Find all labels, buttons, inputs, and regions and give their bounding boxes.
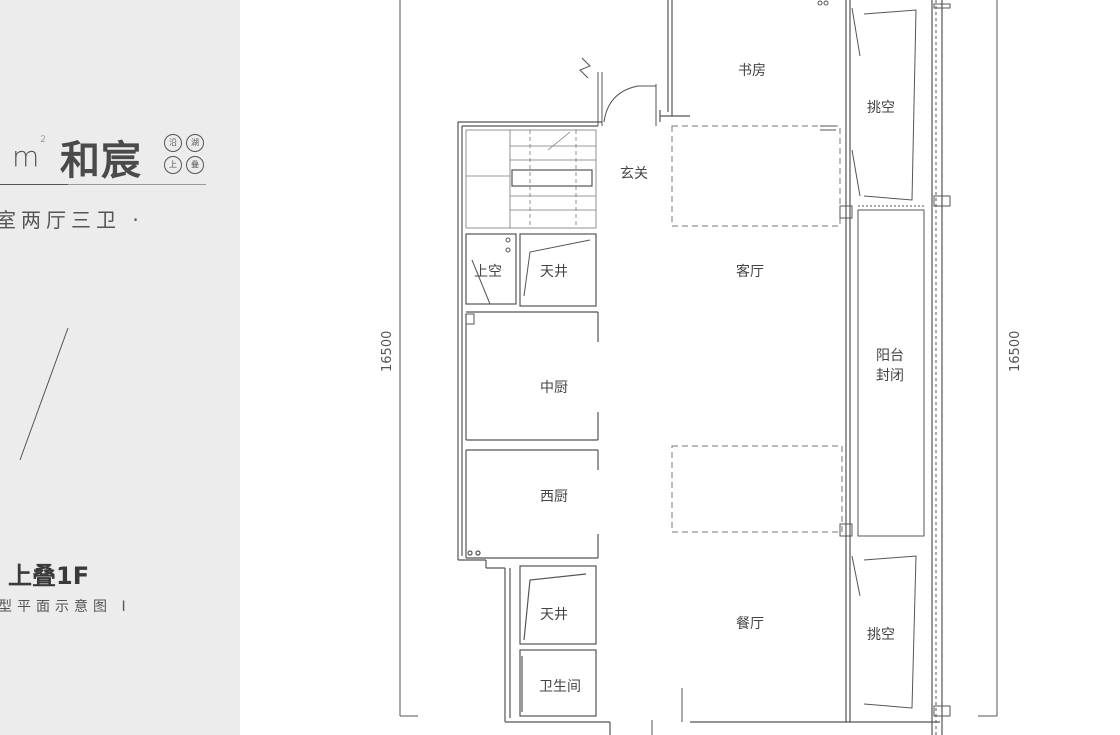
title-divider-accent: [0, 184, 68, 185]
room-label-chinese-kitchen: 中厨: [540, 380, 568, 396]
badge-along: 沿: [164, 134, 182, 152]
room-summary: 室两厅三卫 ·: [0, 208, 144, 232]
entrance-door: [579, 57, 657, 126]
skylight-bottom-block: [519, 565, 597, 645]
room-label-study: 书房: [738, 63, 766, 79]
area-unit-superscript: 2: [40, 134, 47, 145]
bathroom-block: [519, 649, 597, 717]
badge-stack: 叠: [186, 156, 204, 174]
area-unit: m2: [12, 135, 46, 173]
dining-table-zone: [671, 445, 843, 533]
skylight-top-block: [519, 233, 597, 307]
entrance-zone: [671, 125, 841, 227]
interior-stubs: [651, 125, 836, 735]
balcony-walls: [817, 0, 951, 735]
title-divider: [0, 184, 206, 185]
title-row: m2 和宸 沿 湖 上 叠: [12, 128, 232, 184]
room-label-balcony-line1: 阳台: [876, 348, 904, 364]
room-label-upper-void: 上空: [474, 264, 502, 280]
badge-lake: 湖: [186, 134, 204, 152]
area-unit-text: m: [12, 140, 40, 173]
room-label-void-bottom: 挑空: [867, 627, 895, 643]
kitchen-walls: [465, 311, 599, 559]
dimension-line-right: [978, 0, 998, 717]
room-label-skylight-bottom: 天井: [540, 607, 568, 623]
room-label-western-kitchen: 西厨: [540, 489, 568, 505]
room-label-living: 客厅: [736, 263, 764, 280]
title-panel: m2 和宸 沿 湖 上 叠 室两厅三卫 · 上叠1F 型平面示意图 I: [0, 0, 240, 735]
floor-label: 上叠1F: [8, 562, 90, 590]
room-label-skylight-top: 天井: [540, 264, 568, 280]
decorative-slash: [19, 327, 69, 461]
dimension-label-left: 16500: [380, 331, 395, 372]
dimension-line-left: [399, 0, 418, 717]
project-name: 和宸: [60, 138, 142, 184]
badge-upper: 上: [164, 156, 182, 174]
floor-plan: 书房 挑空 玄关 客厅 上空 天井 中厨 阳台 封闭 西厨 天井 餐厅 挑空 卫…: [380, 0, 1023, 735]
room-label-void-top: 挑空: [867, 100, 895, 116]
exterior-walls: [457, 0, 940, 735]
room-label-entrance: 玄关: [620, 165, 648, 182]
staircase: [465, 129, 597, 229]
project-badges: 沿 湖 上 叠: [164, 134, 206, 174]
dimension-label-right: 16500: [1008, 331, 1023, 372]
room-label-balcony-line2: 封闭: [876, 368, 904, 384]
plan-caption: 型平面示意图 I: [0, 599, 131, 615]
room-label-dining: 餐厅: [736, 616, 764, 632]
room-label-bathroom: 卫生间: [539, 679, 581, 695]
upper-void-block: [465, 233, 517, 325]
